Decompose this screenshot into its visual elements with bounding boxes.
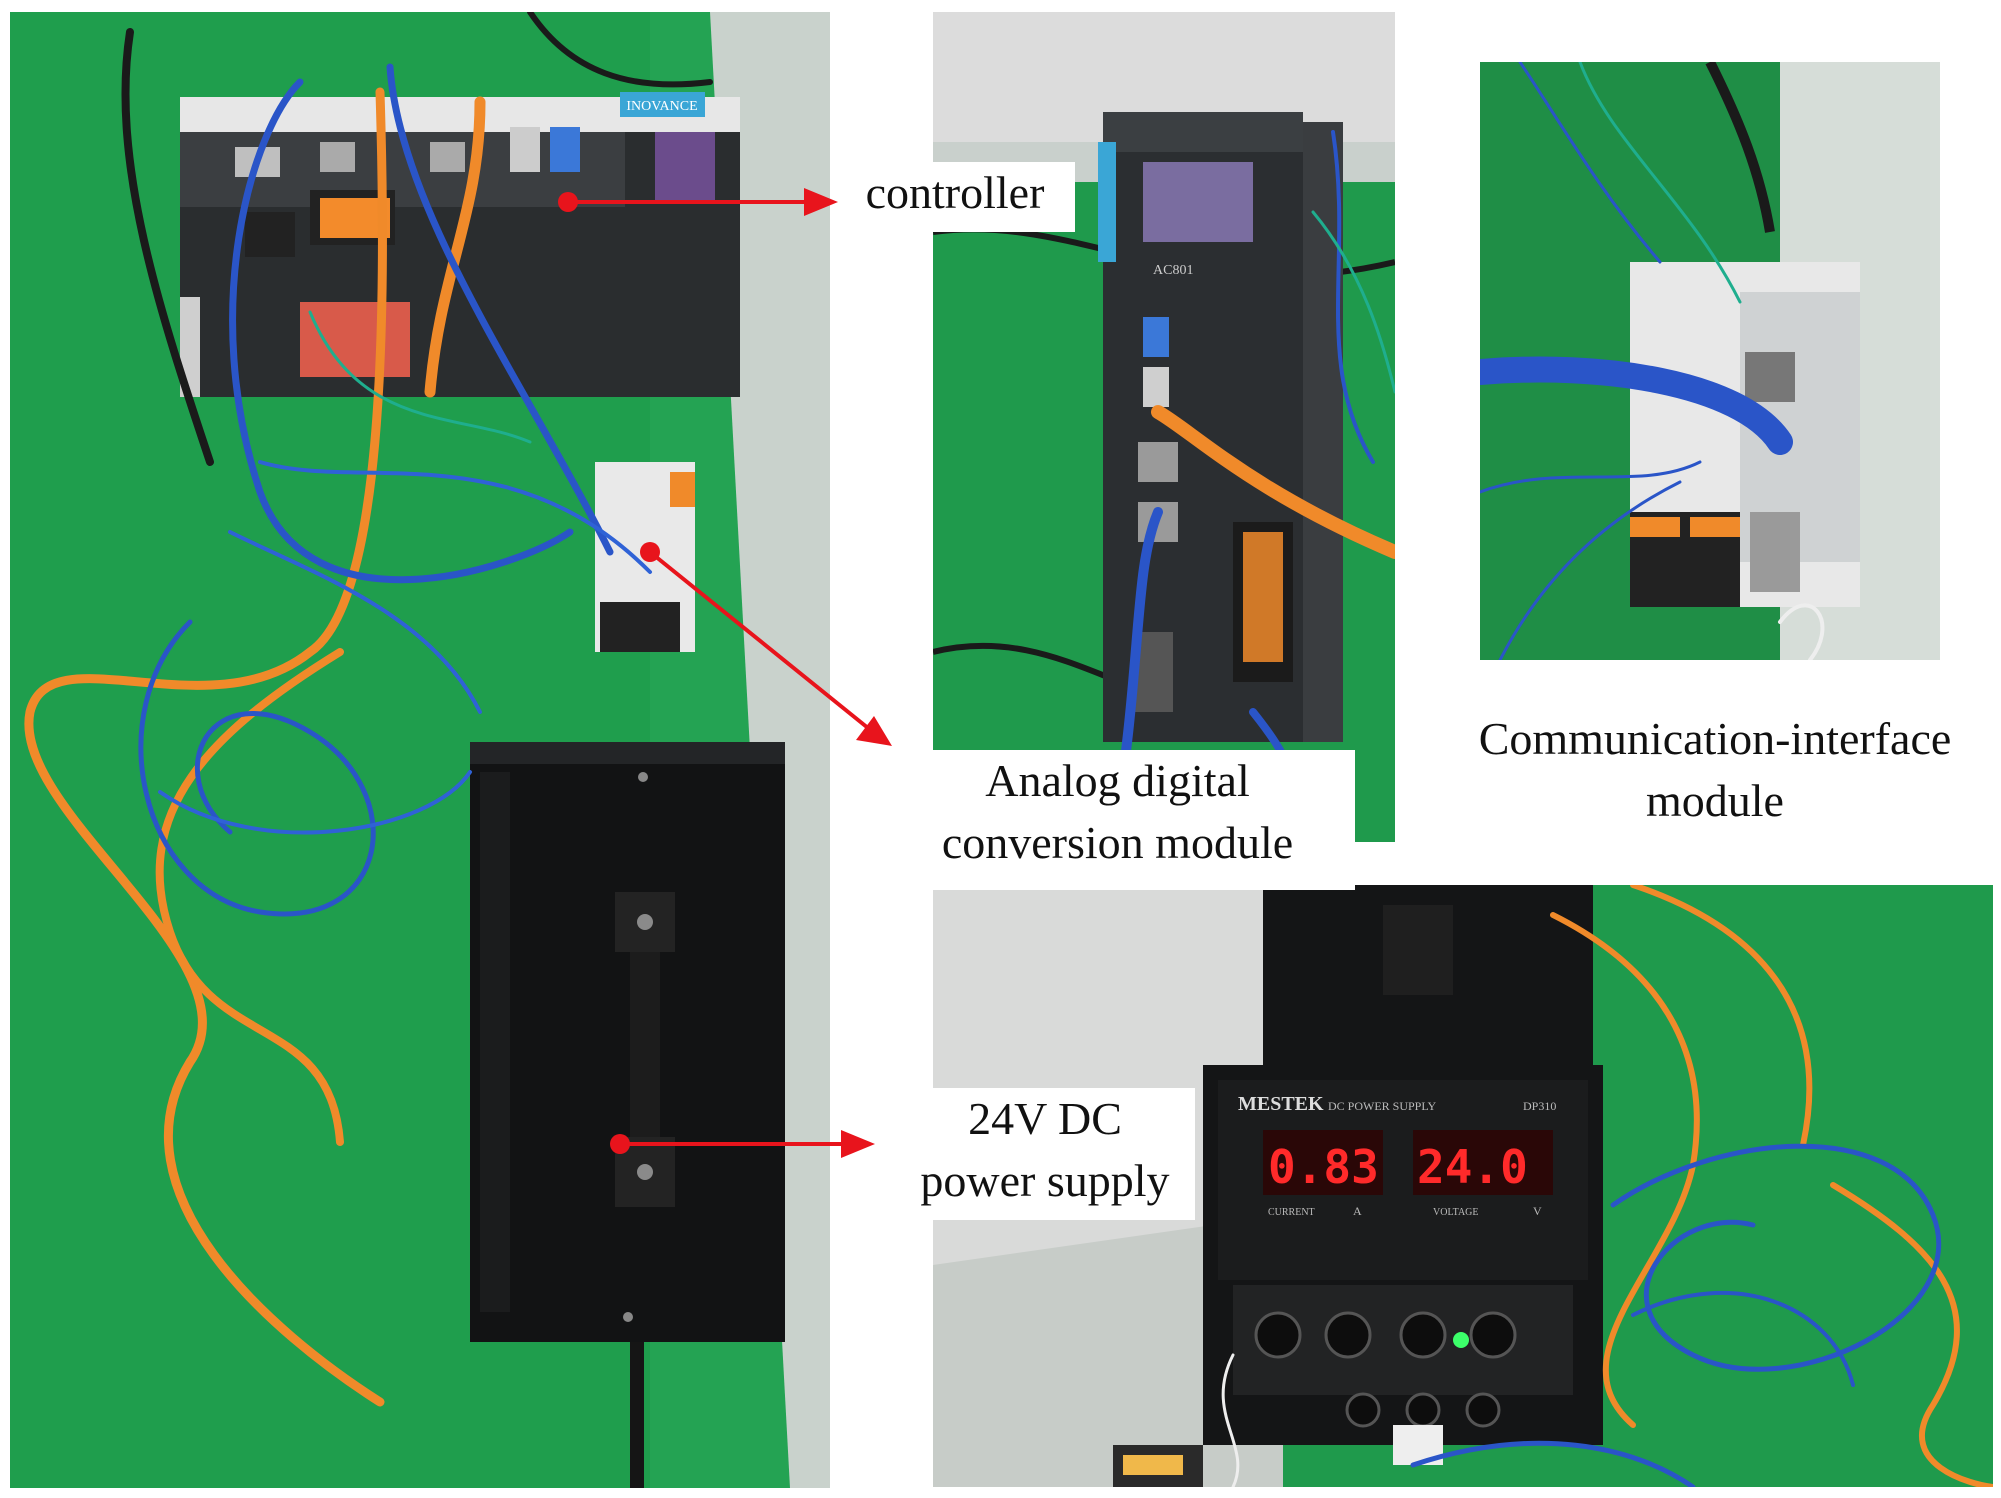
label-power-supply: 24V DC power supply: [895, 1088, 1195, 1220]
psu-title-label: DC POWER SUPPLY: [1328, 1099, 1436, 1113]
power-supply-cables: [1221, 885, 1993, 1487]
photo-setup-overview: INOVANCE: [10, 12, 830, 1488]
power-supply-device: [470, 742, 785, 1488]
label-adc-line1: Analog digital: [985, 755, 1250, 806]
label-adc-module: Analog digital conversion module: [880, 750, 1355, 890]
psu-knob-1: [1254, 1311, 1302, 1359]
current-unit: A: [1353, 1204, 1362, 1218]
psu-knob-4: [1469, 1311, 1517, 1359]
power-supply-front-device: MESTEK DC POWER SUPPLY DP310 0.83 CURREN…: [1113, 885, 1603, 1487]
comm-module-cables: [1480, 62, 1825, 660]
comm-module-device: [1630, 262, 1860, 607]
controller-brand-logo: INOVANCE: [626, 99, 697, 114]
label-comm-line2: module: [1646, 775, 1784, 826]
voltage-label: VOLTAGE: [1433, 1207, 1479, 1218]
controller-front-drawing: AC801: [933, 12, 1395, 842]
psu-knob-3: [1399, 1311, 1447, 1359]
photo-comm-module: [1480, 62, 1940, 660]
voltage-unit: V: [1533, 1204, 1542, 1218]
psu-status-led: [1453, 1332, 1469, 1348]
cables: [24, 12, 713, 1407]
label-controller-text: controller: [865, 167, 1045, 218]
comm-module-drawing: [1480, 62, 1940, 660]
setup-overview-drawing: INOVANCE: [10, 12, 830, 1488]
psu-knob-2: [1324, 1311, 1372, 1359]
voltage-display: 24.0: [1417, 1140, 1528, 1194]
label-psu-line1: 24V DC: [968, 1093, 1122, 1144]
label-comm-line1: Communication-interface: [1478, 713, 1952, 764]
label-comm-module: Communication-interface module: [1430, 708, 2000, 834]
photo-controller-front: AC801: [933, 12, 1395, 842]
psu-model-label: DP310: [1523, 1099, 1556, 1113]
adc-module-device: [595, 462, 695, 652]
label-psu-line2: power supply: [920, 1155, 1170, 1206]
label-controller: controller: [835, 162, 1075, 232]
psu-brand-label: MESTEK: [1238, 1093, 1324, 1115]
label-adc-line2: conversion module: [941, 817, 1294, 868]
current-label: CURRENT: [1268, 1207, 1315, 1218]
controller-model-label: AC801: [1153, 263, 1193, 278]
current-display: 0.83: [1268, 1140, 1379, 1194]
